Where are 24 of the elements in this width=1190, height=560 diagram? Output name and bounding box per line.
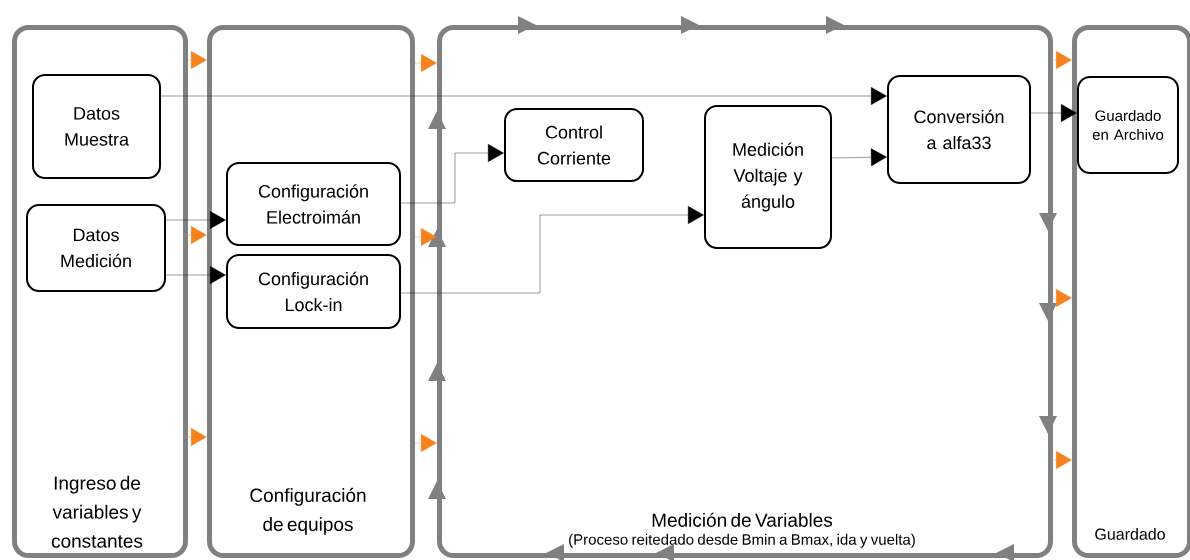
arrow xyxy=(414,54,437,72)
arrow xyxy=(1052,51,1072,69)
arrow xyxy=(187,51,207,69)
process-box: Configuración Lock-in xyxy=(226,254,401,329)
arrow xyxy=(400,206,704,294)
arrow xyxy=(187,428,207,446)
arrow xyxy=(160,87,887,105)
arrow xyxy=(1052,289,1072,307)
arrow xyxy=(400,144,504,204)
arrow xyxy=(831,148,887,167)
arrow xyxy=(1052,451,1072,469)
process-box: Datos Muestra xyxy=(32,74,161,179)
arrow xyxy=(187,226,207,244)
arrow xyxy=(414,228,437,246)
process-box: Guardado en Archivo xyxy=(1077,76,1179,174)
process-box: Medición Voltaje y ángulo xyxy=(704,105,832,249)
arrow xyxy=(1030,104,1077,122)
process-box: Configuración Electroimán xyxy=(226,162,401,246)
arrow xyxy=(414,434,437,452)
process-box: Conversión a alfa33 xyxy=(887,75,1031,184)
arrow xyxy=(165,266,226,284)
process-box: Control Corriente xyxy=(504,108,644,182)
arrow xyxy=(165,211,226,229)
process-box: Datos Medición xyxy=(26,204,166,292)
